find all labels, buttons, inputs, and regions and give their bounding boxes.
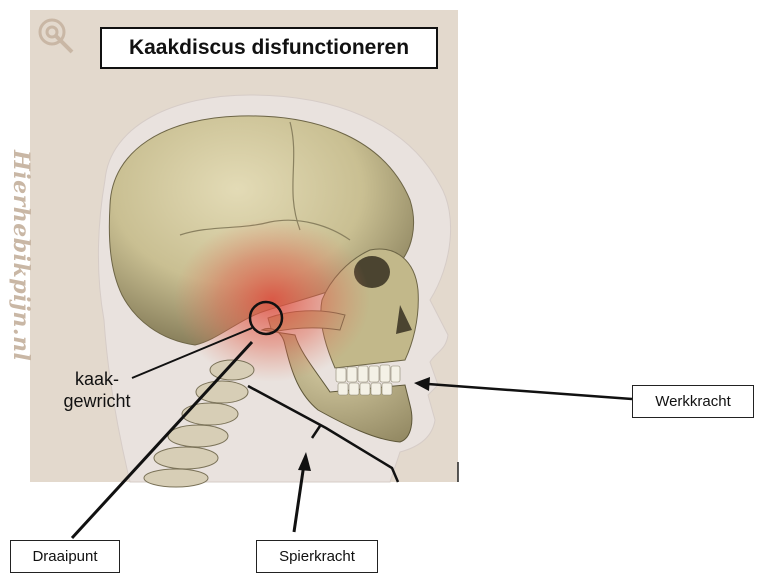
muscle-force-label: Spierkracht xyxy=(256,540,378,573)
jaw-joint-label: kaak- gewricht xyxy=(60,368,134,412)
working-force-label: Werkkracht xyxy=(632,385,754,418)
jaw-joint-label-line2: gewricht xyxy=(60,390,134,412)
jaw-joint-label-line1: kaak- xyxy=(60,368,134,390)
inflammation-highlight xyxy=(174,218,370,382)
title-box: Kaakdiscus disfunctioneren xyxy=(100,27,438,69)
working-force-arrow-shaft xyxy=(428,384,632,399)
page-title: Kaakdiscus disfunctioneren xyxy=(129,36,409,60)
watermark-label: Hierhebikpijn.nl xyxy=(8,150,34,361)
watermark-text: Hierhebikpijn.nl xyxy=(8,150,34,361)
pivot-label: Draaipunt xyxy=(10,540,120,573)
